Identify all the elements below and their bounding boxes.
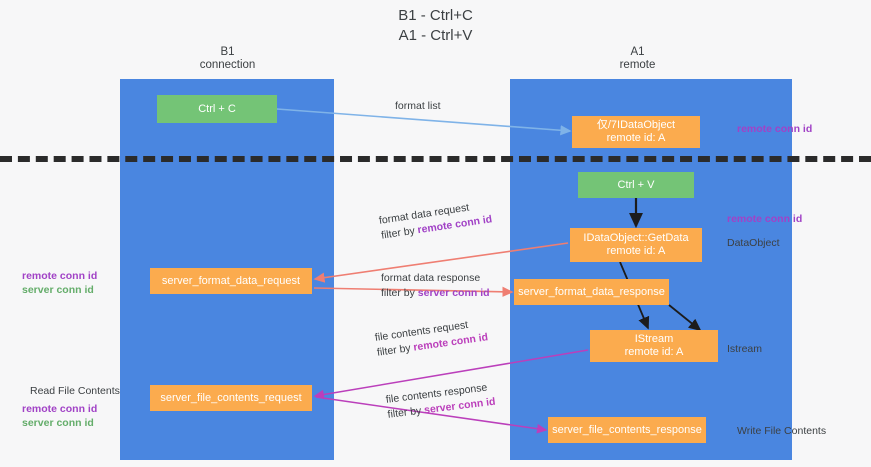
node-ctrl-v[interactable]: Ctrl + V: [578, 172, 694, 198]
lane-header-b1-title: B1: [220, 46, 235, 58]
lane-header-b1: B1 connection: [150, 46, 305, 72]
annotation-read-file-contents-label: Read File Contents: [30, 385, 120, 397]
node-server-format-data-response[interactable]: server_format_data_response: [514, 279, 669, 305]
edge-label-format-list: format list: [395, 99, 441, 114]
annotation-remote-conn-id: remote conn id: [727, 213, 803, 225]
node-istream-subtitle: remote id: A: [624, 346, 684, 358]
filter-prefix: filter by: [376, 341, 415, 359]
node-idataobject-getdata[interactable]: IDataObject::GetData remote id: A: [570, 228, 702, 262]
node-ctrl-c[interactable]: Ctrl + C: [157, 95, 277, 123]
title-line-1: B1 - Ctrl+C: [398, 7, 473, 24]
node-server-file-contents-response-label: server_file_contents_response: [552, 423, 702, 436]
annotation-server-conn-id: server conn id: [22, 284, 94, 296]
node-server-format-data-request-label: server_format_data_request: [161, 274, 301, 287]
annotation-right-dataobject: DataObject: [727, 236, 780, 250]
node-getdata-subtitle: remote id: A: [606, 245, 666, 257]
annotation-left-read-file-contents: Read File Contents: [30, 384, 120, 398]
annotation-dataobject-label: DataObject: [727, 237, 780, 249]
annotation-right-top: remote conn id: [737, 122, 812, 136]
node-idataobject[interactable]: 仅/7IDataObject remote id: A: [572, 116, 700, 148]
node-ctrl-c-label: Ctrl + C: [198, 102, 236, 115]
lane-header-b1-subtitle: connection: [199, 59, 256, 71]
filter-key-server-conn-id: server conn id: [417, 287, 490, 299]
annotation-istream-label: Istream: [727, 343, 763, 355]
connector-format-data-response: [313, 286, 514, 297]
annotation-remote-conn-id: remote conn id: [22, 270, 98, 282]
annotation-right-istream: Istream: [727, 342, 762, 356]
connector-response-istream: [668, 304, 702, 332]
node-idataobject-subtitle: remote id: A: [606, 132, 666, 144]
node-istream-title: IStream: [634, 333, 674, 345]
connector-format-data-request: [313, 242, 569, 283]
node-server-file-contents-request-label: server_file_contents_request: [160, 391, 302, 404]
node-server-file-contents-request[interactable]: server_file_contents_request: [150, 385, 312, 411]
node-server-file-contents-response[interactable]: server_file_contents_response: [548, 417, 706, 443]
title-line-2: A1 - Ctrl+V: [398, 27, 473, 44]
annotation-right-getdata: remote conn id: [727, 212, 802, 226]
filter-prefix: filter by: [386, 404, 425, 421]
lane-header-a1: A1 remote: [560, 46, 715, 72]
node-istream[interactable]: IStream remote id: A: [590, 330, 718, 362]
phase-divider: [0, 156, 871, 162]
node-getdata-title: IDataObject::GetData: [583, 232, 689, 244]
annotation-right-write-file-contents: Write File Contents: [737, 424, 826, 438]
annotation-remote-conn-id: remote conn id: [22, 403, 98, 415]
annotation-server-conn-id: server conn id: [22, 417, 94, 429]
filter-prefix: filter by: [381, 287, 418, 299]
connector-format-list: [276, 108, 572, 136]
annotation-write-file-contents-label: Write File Contents: [737, 425, 827, 437]
node-ctrl-v-label: Ctrl + V: [617, 178, 655, 191]
annotation-left-bottom: remote conn id server conn id: [22, 402, 97, 430]
lane-header-a1-title: A1: [630, 46, 645, 58]
annotation-remote-conn-id: remote conn id: [737, 123, 813, 135]
node-idataobject-title: 仅/7IDataObject: [596, 119, 676, 131]
node-server-format-data-request[interactable]: server_format_data_request: [150, 268, 312, 294]
annotation-left-mid: remote conn id server conn id: [22, 269, 97, 297]
edge-label-format-data-response-filter: filter by server conn id: [381, 286, 490, 301]
filter-prefix: filter by: [380, 224, 419, 242]
page-title: B1 - Ctrl+C A1 - Ctrl+V: [0, 6, 871, 46]
edge-label-format-data-response-text: format data response: [381, 272, 481, 284]
connector-file-contents-response: [315, 396, 548, 434]
node-server-format-data-response-label: server_format_data_response: [518, 285, 665, 298]
edge-label-format-list-text: format list: [395, 100, 441, 112]
edge-label-format-data-response: format data response filter by server co…: [381, 271, 490, 301]
lane-header-a1-subtitle: remote: [619, 59, 656, 71]
connector-file-contents-request: [313, 349, 589, 400]
